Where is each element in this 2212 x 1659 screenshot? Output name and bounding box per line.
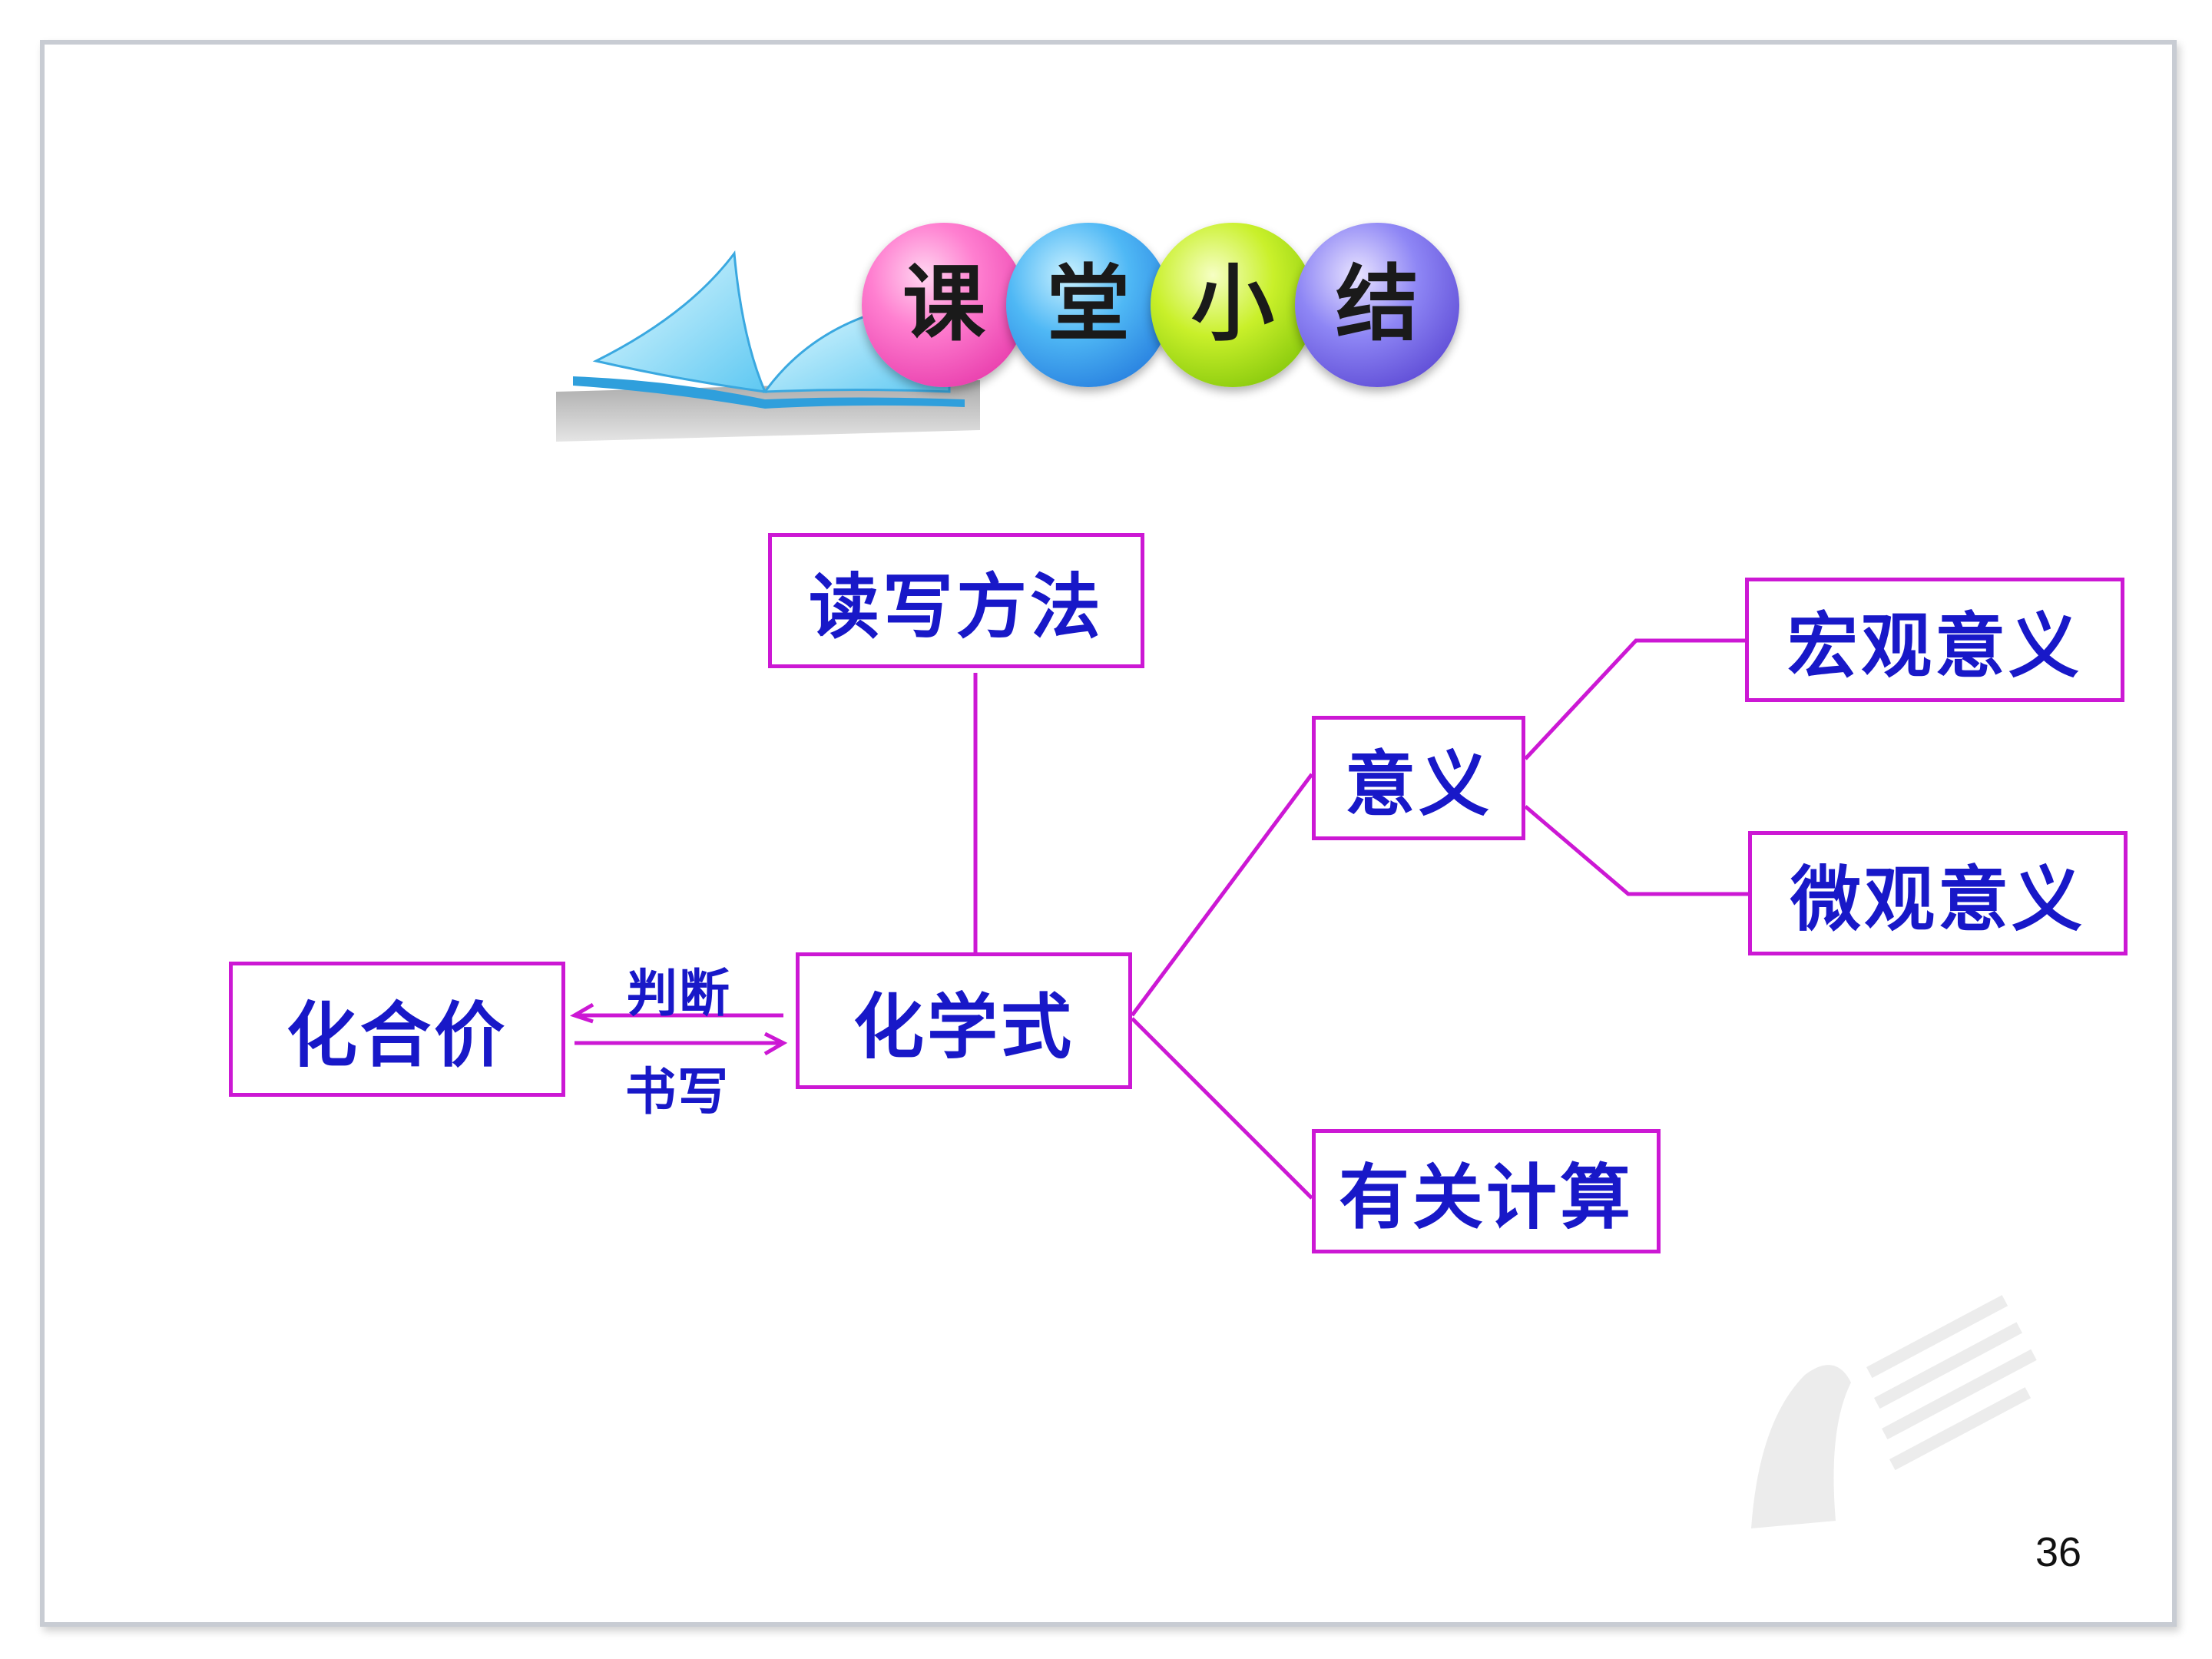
node-chemical-formula-label: 化学式	[853, 985, 1075, 1068]
node-read-write-method-label: 读写方法	[808, 565, 1104, 648]
arrow-write-head	[763, 1031, 788, 1056]
node-meaning: 意义	[1312, 716, 1525, 840]
title-char-4: 结	[1335, 257, 1419, 353]
connector-meaning-to-micro	[1524, 805, 1748, 896]
title-ball-2: 堂	[1006, 223, 1171, 387]
edge-label-write: 书写	[625, 1061, 730, 1121]
arrow-judge-head	[569, 1002, 594, 1024]
node-valence-label: 化合价	[286, 993, 508, 1077]
title-ball-3: 小	[1151, 223, 1315, 387]
node-related-calc-label: 有关计算	[1338, 1155, 1634, 1239]
node-related-calc: 有关计算	[1312, 1129, 1661, 1253]
connector-formula-to-meaning	[1130, 773, 1314, 1017]
page-number: 36	[2035, 1529, 2082, 1575]
connector-formula-to-calc	[1131, 1017, 1313, 1200]
node-chemical-formula: 化学式	[796, 952, 1132, 1089]
node-micro-meaning: 微观意义	[1748, 831, 2128, 955]
node-read-write-method: 读写方法	[768, 533, 1144, 668]
node-micro-meaning-label: 微观意义	[1790, 857, 2085, 941]
node-macro-meaning: 宏观意义	[1745, 578, 2124, 702]
title-ball-4: 结	[1295, 223, 1459, 387]
title-char-1: 课	[902, 257, 985, 353]
connector-meaning-to-macro	[1524, 638, 1745, 760]
title-char-3: 小	[1190, 257, 1274, 353]
node-macro-meaning-label: 宏观意义	[1786, 604, 2082, 687]
node-valence: 化合价	[229, 962, 565, 1097]
watermark-logo-icon	[1751, 1295, 2037, 1528]
title-char-2: 堂	[1046, 257, 1130, 353]
title-ball-1: 课	[862, 223, 1026, 387]
node-meaning-label: 意义	[1344, 742, 1492, 826]
edge-label-judge: 判断	[627, 963, 731, 1023]
